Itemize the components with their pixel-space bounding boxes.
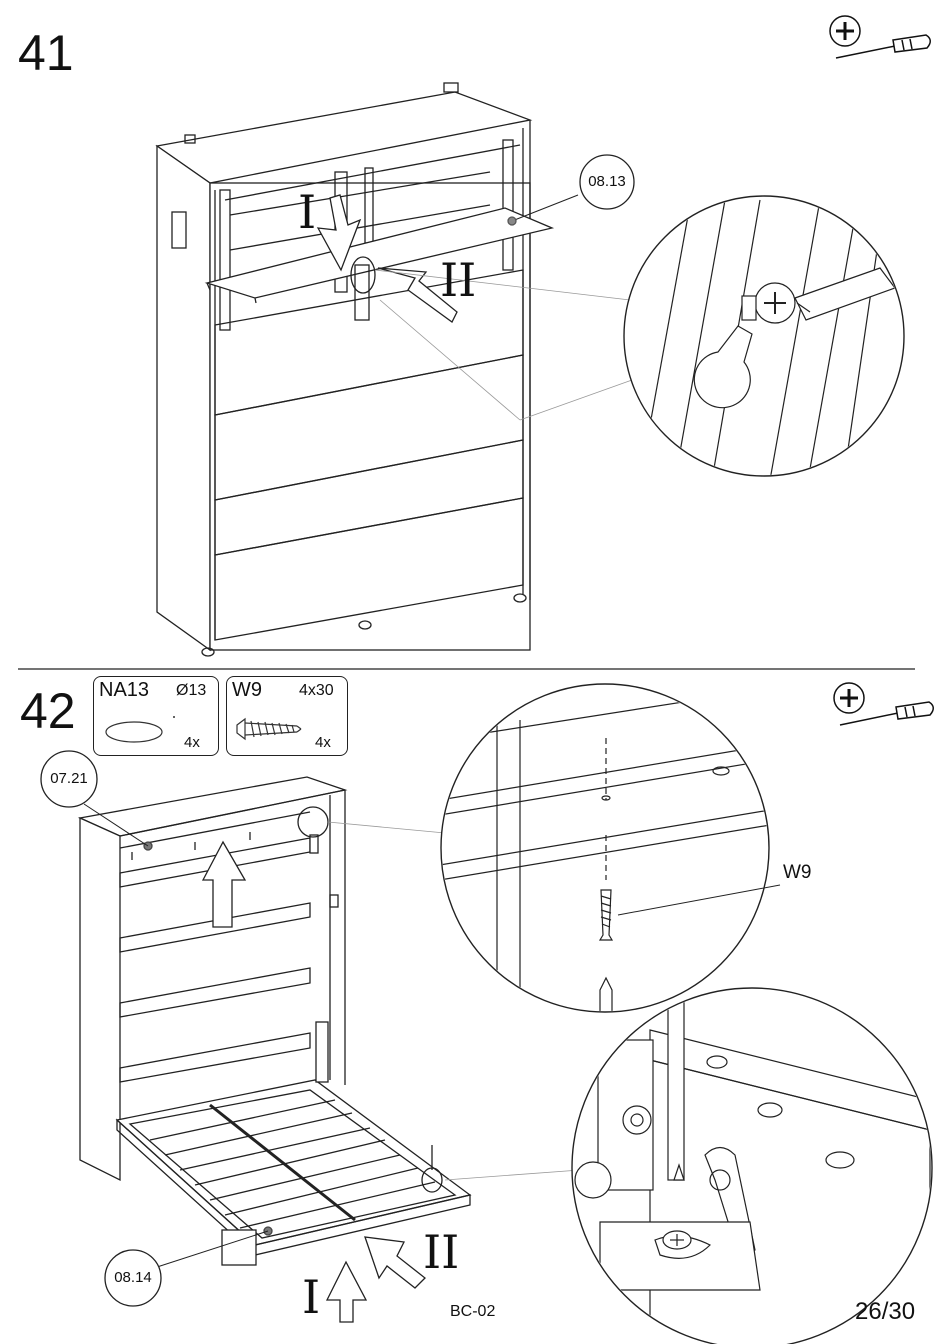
detail-circle-bottom-step42: [572, 988, 932, 1344]
document-code: BC-02: [450, 1303, 495, 1321]
callout-08-14: 08.14: [108, 1269, 158, 1286]
arrow-label-I-step42: I: [302, 1270, 320, 1324]
arrow-label-II-step42: II: [423, 1225, 459, 1279]
detail-label-w9: W9: [783, 862, 812, 884]
detail-circle-top-step42: [440, 684, 780, 1015]
page-number: 26/30: [855, 1298, 915, 1326]
callout-07-21: 07.21: [44, 770, 94, 787]
